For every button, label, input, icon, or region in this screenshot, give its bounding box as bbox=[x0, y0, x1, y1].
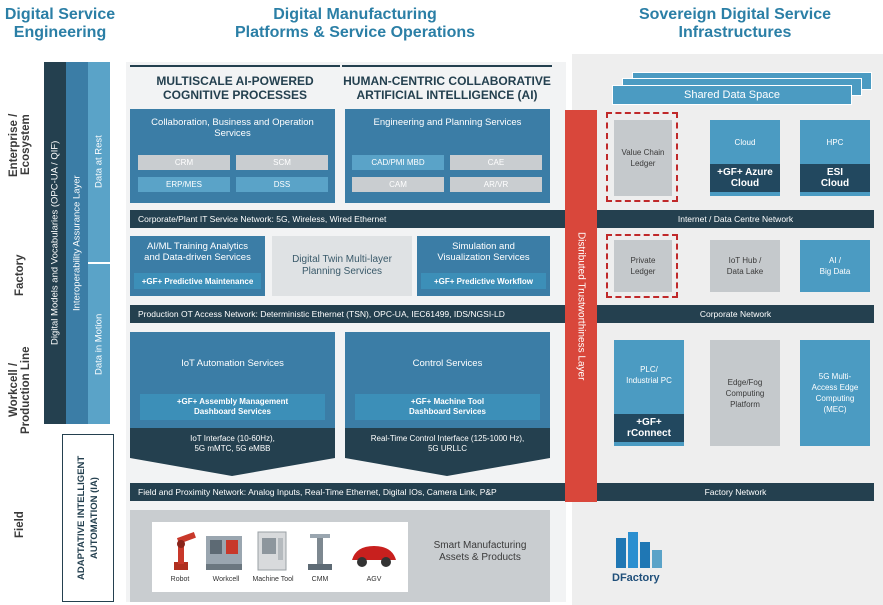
value-chain-ledger-frame bbox=[606, 112, 678, 202]
esi-cloud-button[interactable]: ESI Cloud bbox=[800, 164, 870, 192]
row-label-workcell: Workcell / Production Line bbox=[8, 346, 32, 434]
row-label-factory: Factory bbox=[14, 254, 26, 296]
crm-item[interactable]: CRM bbox=[138, 155, 230, 170]
predictive-maintenance-button[interactable]: +GF+ Predictive Maintenance bbox=[134, 273, 261, 289]
aiml-services-title: AI/ML Training Analytics and Data-driven… bbox=[144, 241, 251, 263]
distributed-trustworthiness-layer: Distributed Trustworthiness Layer bbox=[565, 110, 597, 502]
dfactory-logo-icon bbox=[612, 528, 672, 574]
collaboration-services-title: Collaboration, Business and Operation Se… bbox=[151, 117, 314, 139]
predictive-workflow-button[interactable]: +GF+ Predictive Workflow bbox=[421, 273, 546, 289]
cmm-icon bbox=[302, 528, 338, 572]
digital-models-bar: Digital Models and Vocabularies (OPC-UA … bbox=[44, 62, 66, 424]
data-in-motion-bar: Data in Motion bbox=[88, 264, 110, 424]
data-at-rest-bar: Data at Rest bbox=[88, 62, 110, 262]
control-interface-arrow bbox=[345, 428, 550, 476]
cae-item[interactable]: CAE bbox=[450, 155, 542, 170]
engineering-services-title: Engineering and Planning Services bbox=[373, 117, 522, 128]
dfactory-logo-text: DFactory bbox=[612, 572, 660, 584]
production-ot-network: Production OT Access Network: Determinis… bbox=[130, 305, 570, 323]
value-chain-ledger[interactable]: Value Chain Ledger bbox=[614, 120, 672, 196]
rconnect-button[interactable]: +GF+ rConnect bbox=[614, 414, 684, 442]
asset-label-agv: AGV bbox=[366, 576, 382, 583]
private-ledger-frame bbox=[606, 234, 678, 298]
hpc-label: HPC bbox=[826, 138, 844, 147]
smart-assets-label: Smart Manufacturing Assets & Products bbox=[433, 540, 527, 563]
scm-item[interactable]: SCM bbox=[236, 155, 328, 170]
edge-fog-platform[interactable]: Edge/Fog Computing Platform bbox=[710, 340, 780, 446]
robot-icon bbox=[162, 528, 198, 572]
column-heading-platforms: Digital Manufacturing Platforms & Servic… bbox=[234, 6, 476, 41]
cad-pmi-item[interactable]: CAD/PMI MBD bbox=[352, 155, 444, 170]
mec-box[interactable]: 5G Multi- Access Edge Computing (MEC) bbox=[800, 340, 870, 446]
assembly-management-button[interactable]: +GF+ Assembly Management Dashboard Servi… bbox=[140, 394, 325, 420]
iot-interface-label: IoT Interface (10-60Hz), 5G mMTC, 5G eMB… bbox=[190, 434, 275, 453]
adaptive-automation-bar: ADAPTATIVE INTELLIGENT AUTOMATION (IA) bbox=[62, 434, 114, 602]
workcell-icon bbox=[204, 528, 244, 572]
asset-label-cmm: CMM bbox=[311, 576, 329, 583]
control-services-title: Control Services bbox=[412, 358, 483, 369]
erp-mes-item[interactable]: ERP/MES bbox=[138, 177, 230, 192]
iot-hub-data-lake[interactable]: IoT Hub / Data Lake bbox=[710, 240, 780, 292]
asset-label-robot: Robot bbox=[170, 576, 190, 583]
row-label-field: Field bbox=[14, 511, 26, 539]
dss-item[interactable]: DSS bbox=[236, 177, 328, 192]
factory-network: Factory Network bbox=[597, 483, 874, 501]
assets-strip: Robot Workcell Machine Tool CMM AGV bbox=[152, 522, 408, 592]
plc-label: PLC/ Industrial PC bbox=[626, 365, 672, 385]
azure-cloud-button[interactable]: +GF+ Azure Cloud bbox=[710, 164, 780, 192]
private-ledger[interactable]: Private Ledger bbox=[614, 240, 672, 292]
cam-item[interactable]: CAM bbox=[352, 177, 444, 192]
corporate-it-network: Corporate/Plant IT Service Network: 5G, … bbox=[130, 210, 570, 228]
corporate-network: Corporate Network bbox=[597, 305, 874, 323]
agv-icon bbox=[348, 536, 400, 570]
cloud-label: Cloud bbox=[734, 138, 756, 147]
iot-interface-arrow bbox=[130, 428, 335, 476]
row-label-enterprise: Enterprise / Ecosystem bbox=[8, 113, 32, 177]
ai-big-data[interactable]: AI / Big Data bbox=[800, 240, 870, 292]
control-interface-label: Real-Time Control Interface (125-1000 Hz… bbox=[370, 434, 525, 453]
column-heading-engineering: Digital Service Engineering bbox=[4, 6, 116, 41]
multiscale-heading: MULTISCALE AI-POWERED COGNITIVE PROCESSE… bbox=[130, 65, 340, 107]
column-heading-sovereign: Sovereign Digital Service Infrastructure… bbox=[638, 6, 832, 41]
field-network: Field and Proximity Network: Analog Inpu… bbox=[130, 483, 570, 501]
machine-tool-dashboard-button[interactable]: +GF+ Machine Tool Dashboard Services bbox=[355, 394, 540, 420]
simulation-services-title: Simulation and Visualization Services bbox=[437, 241, 530, 263]
human-centric-heading: HUMAN-CENTRIC COLLABORATIVE ARTIFICIAL I… bbox=[342, 65, 552, 107]
iot-automation-title: IoT Automation Services bbox=[181, 358, 284, 369]
asset-label-workcell: Workcell bbox=[212, 576, 240, 583]
asset-label-machine-tool: Machine Tool bbox=[252, 576, 294, 583]
machine-tool-icon bbox=[252, 528, 292, 572]
internet-network: Internet / Data Centre Network bbox=[597, 210, 874, 228]
ar-vr-item[interactable]: AR/VR bbox=[450, 177, 542, 192]
digital-twin-services: Digital Twin Multi-layer Planning Servic… bbox=[272, 236, 412, 296]
shared-data-space[interactable]: Shared Data Space bbox=[612, 85, 852, 105]
interoperability-bar: Interoperability Assurance Layer bbox=[66, 62, 88, 424]
